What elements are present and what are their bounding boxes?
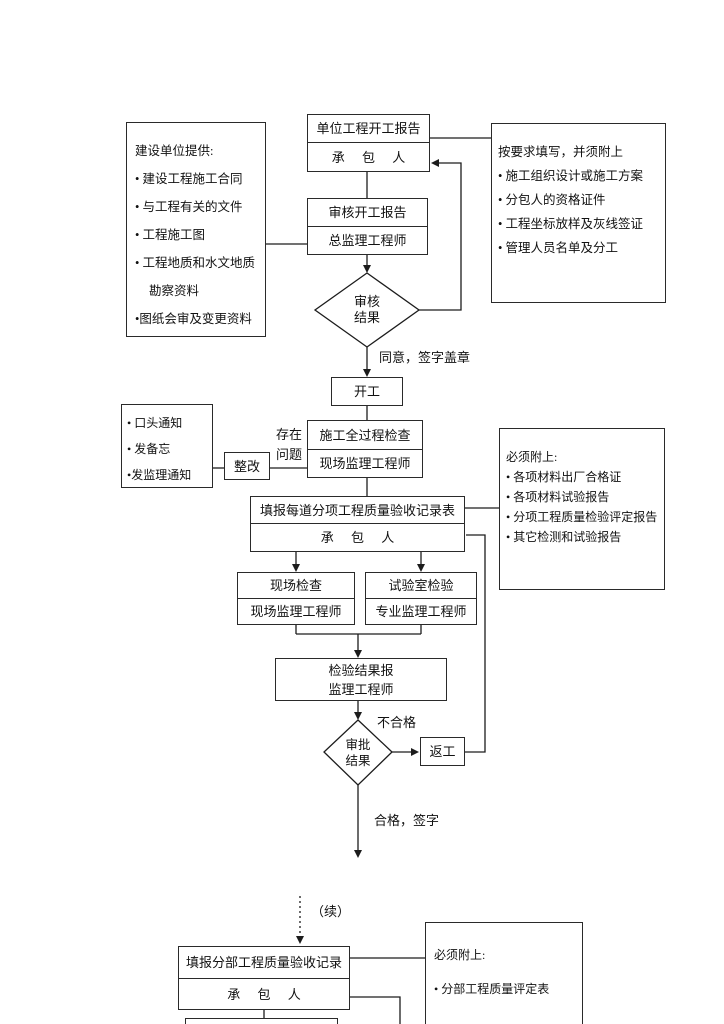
- arrowhead-into-sitecheck: [292, 564, 300, 572]
- node-must-attach-1: 必须附上: • 各项材料出厂合格证 • 各项材料试验报告 • 分项工程质量检验评…: [499, 428, 665, 590]
- edge-label-pass: 合格，签字: [374, 813, 440, 828]
- arrowhead-into-contractor: [431, 159, 439, 167]
- fill-requirements-title: 按要求填写，并须附上: [498, 145, 624, 159]
- node-start-report-actor: 承 包 人: [331, 149, 413, 165]
- owner-provide-item: • 工程地质和水文地质勘察资料: [135, 256, 256, 298]
- owner-provide-title: 建设单位提供:: [135, 144, 214, 158]
- fill-division-title: 填报分部工程质量验收记录: [179, 947, 349, 979]
- fill-record-title: 填报每道分项工程质量验收记录表: [251, 497, 464, 524]
- process-check-actor: 现场监理工程师: [319, 456, 411, 471]
- arrowhead-into-resultreport: [354, 650, 362, 658]
- process-check-title: 施工全过程检查: [308, 421, 422, 450]
- result-report-text: 检验结果报 监理工程师: [276, 659, 446, 700]
- must-attach-2-item: • 分部工程质量评定表: [434, 982, 550, 996]
- site-check-title: 现场检查: [238, 573, 354, 599]
- arrowhead-into-filldivision: [296, 936, 304, 944]
- must-attach-1-item: • 各项材料试验报告: [506, 490, 610, 504]
- node-rework: 返工: [420, 737, 465, 766]
- edge-label-problem: 存在 问题: [276, 425, 302, 465]
- review-result-line2: 结果: [353, 310, 380, 325]
- review-result-line1: 审核: [353, 294, 380, 309]
- owner-provide-item: • 建设工程施工合同: [135, 172, 243, 186]
- arrowhead-into-approval: [354, 712, 362, 720]
- node-start-work: 开工: [331, 377, 403, 406]
- must-attach-1-item: • 各项材料出厂合格证: [506, 470, 622, 484]
- fill-requirements-item: • 工程坐标放样及灰线签证: [498, 217, 644, 231]
- notice-item: • 发备忘: [127, 442, 171, 456]
- lab-test-actor: 专业监理工程师: [375, 604, 467, 619]
- arrowhead-into-labtest: [417, 564, 425, 572]
- approval-result-line1: 审批: [345, 738, 371, 752]
- connector-merge-to-resultreport: [295, 625, 422, 650]
- owner-provide-item: • 工程施工图: [135, 228, 206, 242]
- node-review-report-title: 审核开工报告: [308, 199, 427, 227]
- arrowhead-into-reviewresult: [363, 265, 371, 273]
- node-site-check: 现场检查 现场监理工程师: [237, 572, 355, 625]
- node-owner-provide: 建设单位提供: • 建设工程施工合同 • 与工程有关的文件 • 工程施工图 • …: [126, 122, 266, 337]
- review-result-label: 审核 结果: [337, 294, 397, 326]
- lab-test-title: 试验室检验: [366, 573, 476, 599]
- node-next-cutoff: [185, 1018, 338, 1024]
- result-report-line2: 监理工程师: [328, 681, 394, 697]
- node-rectify: 整改: [224, 452, 270, 480]
- approval-result-label: 审批 结果: [330, 737, 386, 769]
- node-lab-test: 试验室检验 专业监理工程师: [365, 572, 477, 625]
- node-fill-requirements: 按要求填写，并须附上 • 施工组织设计或施工方案 • 分包人的资格证件 • 工程…: [491, 123, 666, 303]
- must-attach-1-item: • 其它检测和试验报告: [506, 530, 622, 544]
- edge-label-continued: （续）: [311, 904, 351, 919]
- notice-item: •发监理通知: [127, 468, 192, 482]
- notice-item: • 口头通知: [127, 416, 183, 430]
- node-review-report: 审核开工报告 总监理工程师: [307, 198, 428, 255]
- connector-rework-loop: [465, 534, 486, 753]
- result-report-line1: 检验结果报: [328, 662, 394, 678]
- node-must-attach-2: 必须附上: • 分部工程质量评定表: [425, 922, 583, 1024]
- owner-provide-item: • 与工程有关的文件: [135, 200, 243, 214]
- node-fill-division-record: 填报分部工程质量验收记录 承 包 人: [178, 946, 350, 1010]
- node-start-report: 单位工程开工报告 承 包 人: [307, 114, 430, 172]
- must-attach-2-title: 必须附上:: [434, 948, 486, 962]
- connector-filldivision-side-down: [350, 996, 401, 1024]
- arrowhead-into-rework: [411, 748, 419, 756]
- problem-line2: 问题: [276, 447, 303, 462]
- fill-requirements-item: • 施工组织设计或施工方案: [498, 169, 644, 183]
- arrowhead-into-startwork: [363, 369, 371, 377]
- fill-requirements-item: • 分包人的资格证件: [498, 193, 606, 207]
- problem-line1: 存在: [276, 427, 303, 442]
- owner-provide-item: •图纸会审及变更资料: [135, 312, 252, 326]
- must-attach-1-title: 必须附上:: [506, 450, 558, 464]
- node-fill-record: 填报每道分项工程质量验收记录表 承 包 人: [250, 496, 465, 552]
- node-review-report-actor: 总监理工程师: [328, 233, 407, 248]
- node-result-report: 检验结果报 监理工程师: [275, 658, 447, 701]
- edge-label-fail: 不合格: [377, 715, 417, 730]
- arrowhead-pass-down: [354, 850, 362, 858]
- node-process-check: 施工全过程检查 现场监理工程师: [307, 420, 423, 478]
- fill-division-actor: 承 包 人: [227, 986, 308, 1002]
- approval-result-line2: 结果: [345, 754, 371, 768]
- fill-record-actor: 承 包 人: [320, 530, 402, 545]
- node-notice: • 口头通知 • 发备忘 •发监理通知: [121, 404, 213, 488]
- node-start-report-title: 单位工程开工报告: [308, 115, 429, 143]
- edge-label-approve: 同意，签字盖章: [379, 350, 471, 365]
- site-check-actor: 现场监理工程师: [250, 604, 342, 619]
- fill-requirements-item: • 管理人员名单及分工: [498, 241, 619, 255]
- must-attach-1-item: • 分项工程质量检验评定报告: [506, 510, 658, 524]
